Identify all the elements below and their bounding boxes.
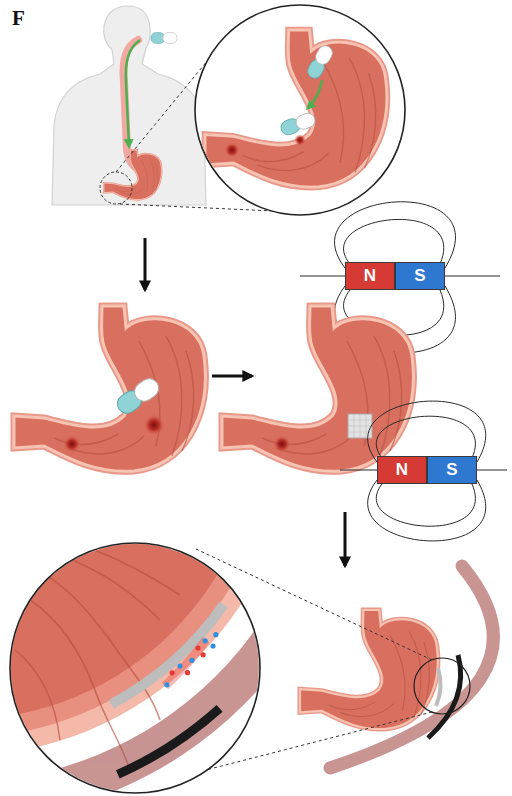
pole-letter: N bbox=[364, 266, 376, 286]
step-arrow bbox=[212, 375, 252, 378]
human-figure bbox=[52, 6, 206, 205]
stomach-patch bbox=[222, 306, 413, 471]
magnet-pole: S bbox=[427, 456, 477, 484]
panel-letter: F bbox=[12, 6, 25, 31]
tissue-zoom bbox=[0, 0, 480, 796]
magnet-pole: N bbox=[377, 456, 427, 484]
zoom-stomach bbox=[195, 5, 405, 215]
pole-letter: S bbox=[446, 460, 457, 480]
step-arrow bbox=[344, 512, 347, 566]
pole-letter: S bbox=[414, 266, 425, 286]
magnet-pole: S bbox=[395, 262, 445, 290]
pole-letter: N bbox=[396, 460, 408, 480]
step-arrow bbox=[144, 238, 147, 290]
magnet-pole: N bbox=[345, 262, 395, 290]
zoom-line bbox=[116, 60, 208, 172]
magnetic-field bbox=[340, 401, 507, 541]
stomach-capsule bbox=[14, 306, 205, 471]
stomach-wall bbox=[300, 566, 493, 768]
